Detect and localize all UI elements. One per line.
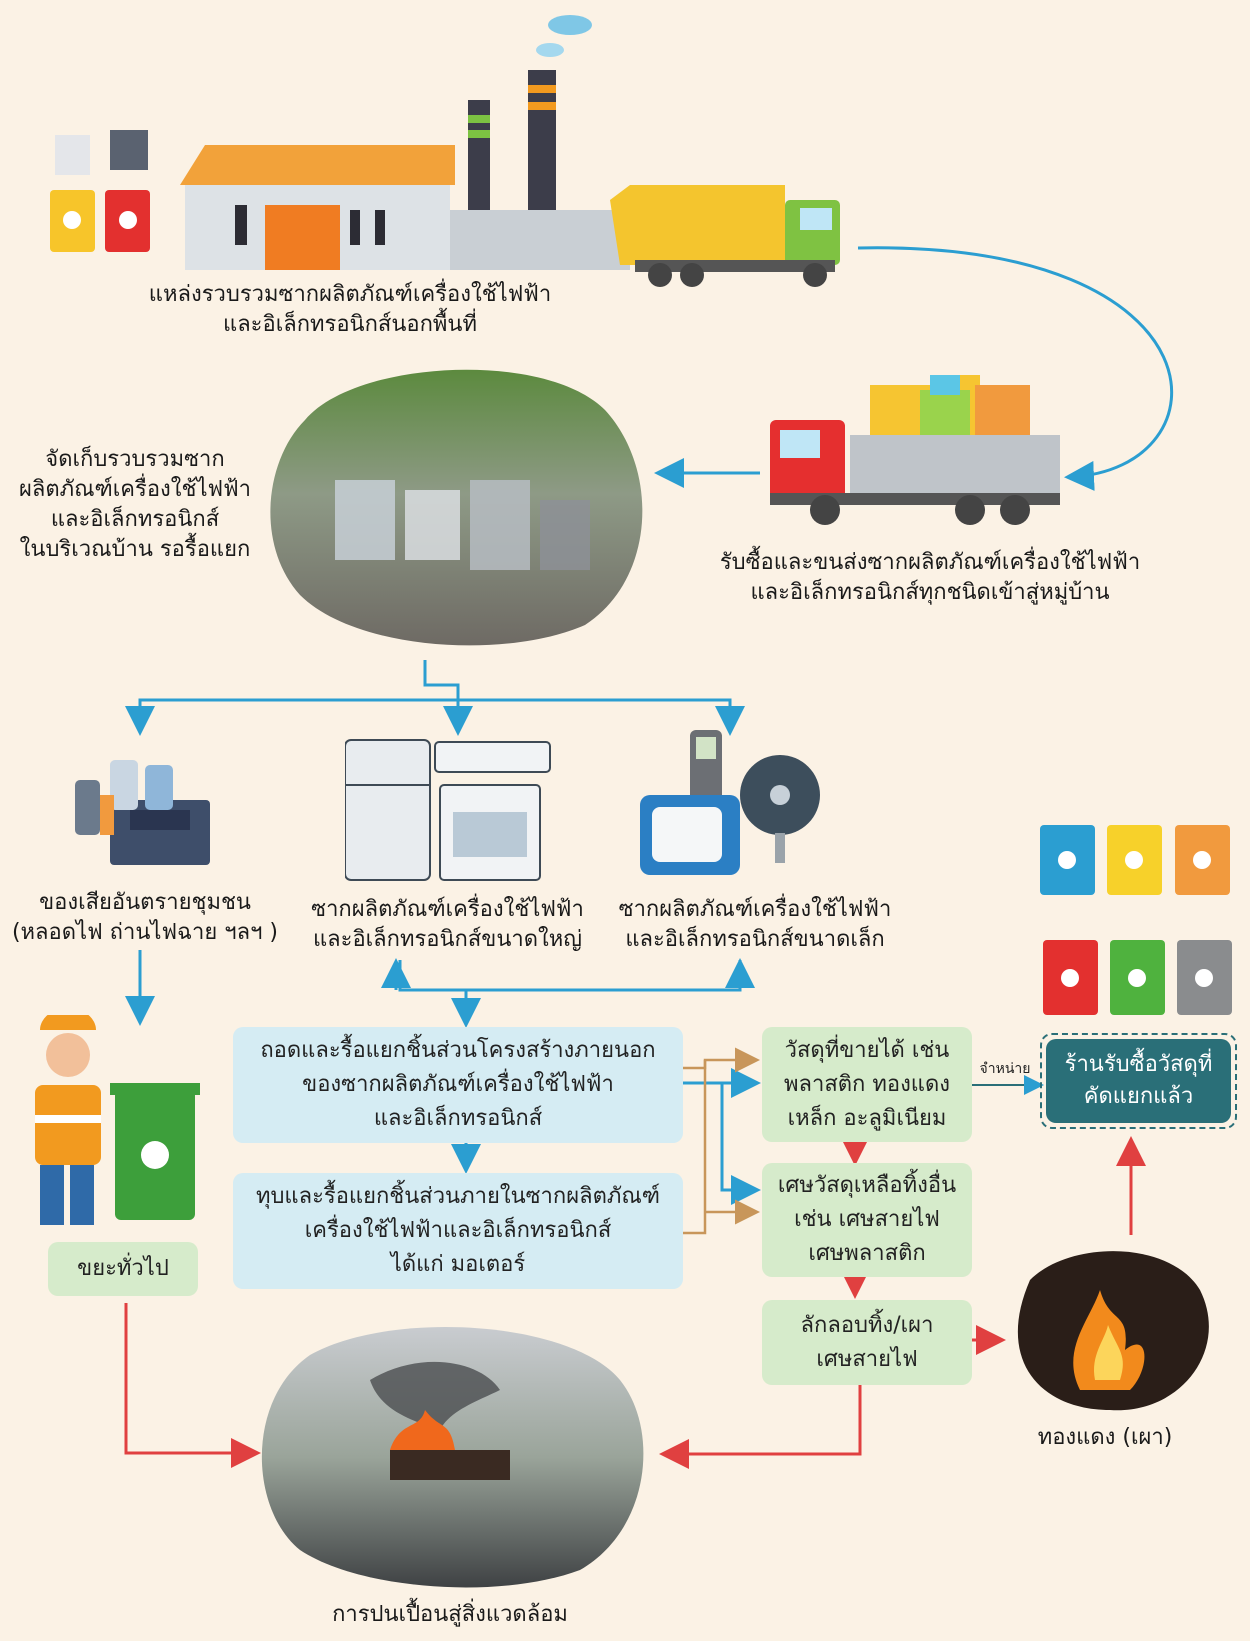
box-dismantle-outer-line2: ของซากผลิตภัณฑ์เครื่องใช้ไฟฟ้า [302,1072,614,1097]
box-sellable: วัสดุที่ขายได้ เช่น พลาสติก ทองแดง เหล็ก… [762,1027,972,1142]
caption-hazard-line1: ของเสียอันตรายชุมชน [39,890,251,915]
arrow-truck-to-village [857,246,1174,491]
caption-source: แหล่งรวบรวมซากผลิตภัณฑ์เครื่องใช้ไฟฟ้า แ… [140,280,560,340]
box-residue-line1: เศษวัสดุเหลือทิ้งอื่น [777,1173,957,1198]
caption-collect: จัดเก็บรวบรวมซาก ผลิตภัณฑ์เครื่องใช้ไฟฟ้… [10,445,260,565]
box-dismantle-outer-line3: และอิเล็กทรอนิกส์ [373,1106,543,1131]
box-buyer-shop-line2: คัดแยกแล้ว [1083,1084,1194,1109]
box-dismantle-inner-line1: ทุบและรื้อแยกชิ้นส่วนภายในซากผลิตภัณฑ์ [255,1184,661,1209]
label-sell: จำหน่าย [979,1061,1031,1077]
pollution-photo [261,1327,644,1588]
caption-hazard: ของเสียอันตรายชุมชน (หลอดไฟ ถ่านไฟฉาย ฯล… [5,888,285,948]
caption-source-line1: แหล่งรวบรวมซากผลิตภัณฑ์เครื่องใช้ไฟฟ้า [148,282,552,307]
cargo-truck [770,375,1060,525]
caption-small-line1: ซากผลิตภัณฑ์เครื่องใช้ไฟฟ้า [618,897,892,922]
caption-large-line2: และอิเล็กทรอนิกส์ขนาดใหญ่ [312,927,583,952]
caption-hazard-line2: (หลอดไฟ ถ่านไฟฉาย ฯลฯ ) [11,920,279,945]
box-sellable-line1: วัสดุที่ขายได้ เช่น [784,1037,950,1063]
box-dismantle-outer-line1: ถอดและรื้อแยกชิ้นส่วนโครงสร้างภายนอก [260,1038,656,1063]
caption-buy-transport: รับซื้อและขนส่งซากผลิตภัณฑ์เครื่องใช้ไฟฟ… [700,548,1160,608]
box-buyer-shop-line1: ร้านรับซื้อวัสดุที่ [1064,1052,1213,1077]
box-dismantle-outer: ถอดและรื้อแยกชิ้นส่วนโครงสร้างภายนอก ของ… [233,1027,683,1143]
box-dismantle-inner-line3: ได้แก่ มอเตอร์ [390,1252,526,1277]
box-dismantle-inner-line2: เครื่องใช้ไฟฟ้าและอิเล็กทรอนิกส์ [304,1218,612,1243]
box-sellable-line2: พลาสติก ทองแดง [783,1071,951,1097]
caption-small: ซากผลิตภัณฑ์เครื่องใช้ไฟฟ้า และอิเล็กทรอ… [605,895,905,955]
box-general-waste: ขยะทั่วไป [48,1242,198,1296]
caption-buy-transport-line1: รับซื้อและขนส่งซากผลิตภัณฑ์เครื่องใช้ไฟฟ… [719,550,1141,575]
box-buyer-shop: ร้านรับซื้อวัสดุที่ คัดแยกแล้ว [1046,1039,1231,1123]
worker-illustration [35,1015,200,1225]
caption-buy-transport-line2: และอิเล็กทรอนิกส์ทุกชนิดเข้าสู่หมู่บ้าน [750,580,1110,605]
box-dump-burn-line1: ลักลอบทิ้ง/เผา [800,1312,934,1338]
box-dump-burn: ลักลอบทิ้ง/เผา เศษสายไฟ [762,1300,972,1385]
caption-copper-burn: ทองแดง (เผา) [1037,1425,1173,1450]
burning-copper-photo [1017,1251,1209,1411]
box-dismantle-inner: ทุบและรื้อแยกชิ้นส่วนภายในซากผลิตภัณฑ์ เ… [233,1173,683,1289]
recycling-bins-illustration [1040,825,1232,1015]
large-appliances-illustration [345,739,551,881]
box-residue: เศษวัสดุเหลือทิ้งอื่น เช่น เศษสายไฟ เศษพ… [762,1163,972,1277]
caption-source-line2: และอิเล็กทรอนิกส์นอกพื้นที่ [223,312,477,337]
battery-illustration [75,760,210,865]
caption-large: ซากผลิตภัณฑ์เครื่องใช้ไฟฟ้า และอิเล็กทรอ… [295,895,600,955]
arrow-branch [125,660,460,736]
factory-illustration [50,15,630,270]
buyer-shop-frame: ร้านรับซื้อวัสดุที่ คัดแยกแล้ว [1040,1033,1237,1129]
box-dump-burn-line2: เศษสายไฟ [816,1346,918,1372]
caption-collect-line2: ผลิตภัณฑ์เครื่องใช้ไฟฟ้า [18,477,252,502]
caption-small-line2: และอิเล็กทรอนิกส์ขนาดเล็ก [625,927,885,952]
box-residue-line3: เศษพลาสติก [808,1241,926,1266]
box-residue-line2: เช่น เศษสายไฟ [794,1207,940,1232]
caption-collect-line1: จัดเก็บรวบรวมซาก [45,447,225,472]
box-sellable-line3: เหล็ก อะลูมิเนียม [787,1105,947,1131]
small-appliances-illustration [640,730,820,875]
garbage-truck [610,185,840,287]
caption-pollution: การปนเปื้อนสู่สิ่งแวดล้อม [332,1602,568,1627]
caption-collect-line3: และอิเล็กทรอนิกส์ [50,507,220,532]
caption-large-line1: ซากผลิตภัณฑ์เครื่องใช้ไฟฟ้า [311,897,584,922]
caption-collect-line4: ในบริเวณบ้าน รอรื้อแยก [19,537,251,562]
scrap-yard-photo [270,369,643,646]
